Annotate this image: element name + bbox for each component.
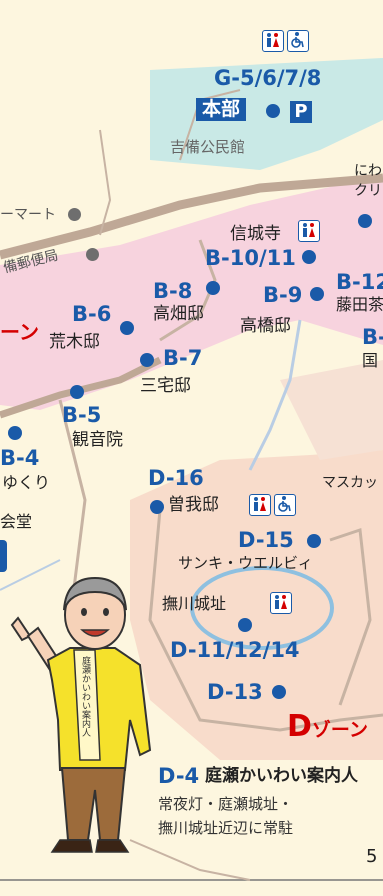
site-name-b8: 高畑邸 [153,304,204,324]
wheelchair-icon [287,30,309,52]
post-office-marker[interactable] [86,248,99,261]
site-code-b12: B-12 [336,270,383,294]
hq-label: 本部 [196,98,247,121]
info-line2: 撫川城址近辺に常駐 [158,819,294,837]
site-name-b9: 高橋邸 [240,316,291,336]
clinic-label-2: クリ [354,183,382,199]
kaido-label: 会堂 [0,512,33,531]
site-marker-b9[interactable] [310,287,324,301]
site-code-b7: B-7 [163,346,203,370]
guide-character-illustration [10,576,152,853]
info-title: 庭瀬かいわい案内人 [205,766,358,786]
site-marker-d11[interactable] [238,618,252,632]
site-marker-b6[interactable] [120,321,134,335]
toilet-icon [249,494,271,516]
b-zone-label: ーン [0,320,39,344]
site-marker-b8[interactable] [206,281,220,295]
site-code-b4: B-4 [0,446,40,470]
info-code: D-4 [158,764,200,788]
site-name-b-partial: 国 [362,351,379,370]
site-marker-d13[interactable] [272,685,286,699]
sanki-wellbe-label: サンキ・ウエルビィ [178,554,313,572]
parking-icon: P [290,101,312,123]
wheelchair-icon [274,494,296,516]
site-marker-b10[interactable] [302,250,316,264]
site-name-b4: ゆくり [2,473,51,492]
hq-code: G-5/6/7/8 [214,66,322,90]
page-number: 5 [366,846,378,867]
site-code-b6: B-6 [72,302,112,326]
kaido-marker [0,540,7,572]
site-marker-b7[interactable] [140,353,154,367]
site-marker-b5[interactable] [70,385,84,399]
site-code-b5: B-5 [62,403,102,427]
site-name-b7: 三宅邸 [140,376,191,396]
site-code-d15: D-15 [238,528,294,552]
toilet-icon [262,30,284,52]
site-marker-d16[interactable] [150,500,164,514]
clinic-label-1: にわ [354,163,382,179]
castle-ruins-label: 撫川城址 [162,594,227,613]
kibi-hall-label: 吉備公民館 [170,138,246,156]
mart-marker[interactable] [68,208,81,221]
site-name-b6: 荒木邸 [49,332,100,352]
d-zone-suffix: ゾーン [311,719,368,741]
site-name-b10: 信城寺 [230,224,281,244]
toilet-icon [270,592,292,614]
masukatto-label: マスカッ [322,475,378,491]
site-code-d16: D-16 [148,466,204,490]
guide-sash-text: 庭瀬かいわい案内人 [80,656,90,737]
site-marker-b4[interactable] [8,426,22,440]
d-zone-label: Dゾーン [287,712,368,742]
mart-label: ーマート [0,207,56,223]
site-name-b12: 藤田茶 [336,295,383,314]
d-zone-letter: D [287,709,312,744]
site-code-b10: B-10/11 [205,246,296,270]
site-name-b5: 観音院 [72,430,123,450]
toilet-icon [298,220,320,242]
site-code-b8: B-8 [153,279,193,303]
site-marker-d15[interactable] [307,534,321,548]
site-code-b9: B-9 [263,283,303,307]
site-name-d16: 曽我邸 [168,495,219,515]
info-line1: 常夜灯・庭瀬城址・ [158,795,294,813]
site-code-d13: D-13 [207,680,263,704]
site-code-b-partial: B- [362,325,383,349]
hq-marker[interactable] [266,104,280,118]
site-code-d11: D-11/12/14 [170,638,300,662]
clinic-marker[interactable] [358,214,372,228]
